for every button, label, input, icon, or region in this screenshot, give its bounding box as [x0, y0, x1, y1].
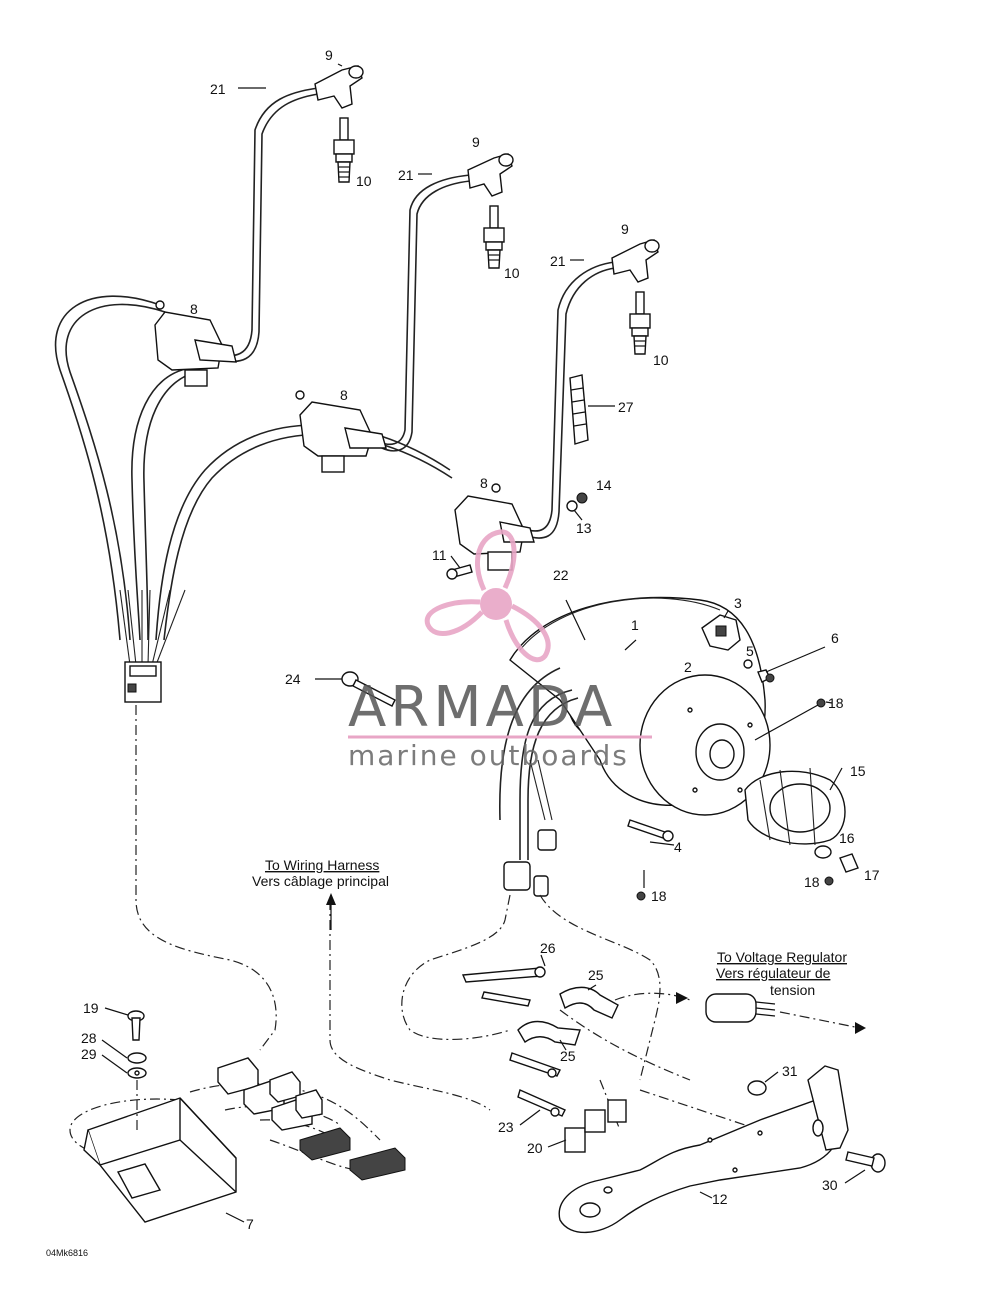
bracket-hardware [747, 1080, 886, 1173]
label-18-upper: 18 [828, 695, 844, 711]
label-19: 19 [83, 1000, 99, 1016]
spark-plug-caps [314, 65, 660, 283]
nut-and-washer [566, 492, 588, 512]
propeller-logo-icon [424, 529, 551, 663]
label-24: 24 [285, 671, 301, 687]
harness-connector [124, 661, 162, 703]
label-21-middle: 21 [398, 167, 414, 183]
terminals [217, 966, 627, 1181]
regulator-plug [705, 993, 776, 1023]
note-voltage-regulator-fr1: Vers régulateur de [716, 965, 831, 981]
label-7: 7 [246, 1216, 254, 1232]
label-1: 1 [631, 617, 639, 633]
rectifier-module [83, 1097, 237, 1223]
spark-plug-cap-middle [467, 153, 514, 197]
terminal-23-lower [509, 1052, 566, 1117]
hardware-small [627, 698, 859, 901]
label-22: 22 [553, 567, 569, 583]
label-12: 12 [712, 1191, 728, 1207]
flywheel [509, 596, 771, 816]
label-14: 14 [596, 477, 612, 493]
ignition-wires [54, 87, 616, 666]
mounting-bracket [558, 1065, 849, 1234]
terminal-26 [461, 966, 546, 983]
ignition-coil-3 [454, 483, 535, 571]
coil-screw [446, 564, 473, 580]
label-8-left: 8 [190, 301, 198, 317]
trigger-coil [701, 614, 741, 651]
label-31: 31 [782, 1063, 798, 1079]
watermark-brand: ARMADA [348, 675, 616, 740]
spark-plug-cap-right [611, 239, 660, 283]
label-25-upper: 25 [588, 967, 604, 983]
spark-plug-right [629, 291, 651, 355]
label-2: 2 [684, 659, 692, 675]
label-13: 13 [576, 520, 592, 536]
label-11: 11 [432, 547, 447, 563]
label-9-right: 9 [621, 221, 629, 237]
mounting-bolt [127, 1010, 147, 1130]
drawing-code: 04Mk6816 [46, 1248, 88, 1258]
label-29: 29 [81, 1046, 97, 1062]
label-6: 6 [831, 630, 839, 646]
protective-sleeve [569, 374, 589, 445]
watermark-tagline: marine outboards [348, 739, 629, 772]
spark-plug-top [333, 117, 355, 183]
label-9-middle: 9 [472, 134, 480, 150]
label-10-right: 10 [653, 352, 669, 368]
note-voltage-regulator-fr2: tension [770, 982, 815, 998]
watermark: ARMADA marine outboards [348, 529, 652, 772]
notes: To Wiring Harness Vers câblage principal… [46, 857, 847, 1258]
cable-tie [341, 671, 396, 707]
spark-plugs [333, 117, 651, 355]
label-16: 16 [839, 830, 855, 846]
label-28: 28 [81, 1030, 97, 1046]
terminal-23-upper [481, 991, 531, 1007]
label-26: 26 [540, 940, 556, 956]
label-10-middle: 10 [504, 265, 520, 281]
note-wiring-harness-fr: Vers câblage principal [252, 873, 389, 889]
label-30: 30 [822, 1177, 838, 1193]
trigger-screw [743, 659, 775, 683]
label-10-top: 10 [356, 173, 372, 189]
note-voltage-regulator-en: To Voltage Regulator [717, 949, 847, 965]
terminal-25-lower [517, 1020, 581, 1046]
ignition-coils [154, 300, 535, 571]
terminal-25-upper [559, 986, 619, 1019]
label-5: 5 [746, 643, 754, 659]
spark-plug-cap-top [314, 65, 364, 109]
label-18-middle: 18 [651, 888, 667, 904]
label-20: 20 [527, 1140, 543, 1156]
starter-cup [744, 767, 846, 846]
ignition-coil-1 [154, 300, 237, 387]
label-18-lower: 18 [804, 874, 820, 890]
label-21-top: 21 [210, 81, 226, 97]
label-4: 4 [674, 839, 682, 855]
label-21-right: 21 [550, 253, 566, 269]
label-9-top: 9 [325, 47, 333, 63]
label-15: 15 [850, 763, 866, 779]
spark-plug-middle [483, 205, 505, 269]
label-8-middle: 8 [340, 387, 348, 403]
label-17: 17 [864, 867, 880, 883]
label-8-right: 8 [480, 475, 488, 491]
label-23: 23 [498, 1119, 514, 1135]
part-numbers: 9 21 10 9 21 10 9 21 10 8 8 8 27 14 13 1… [81, 47, 880, 1232]
connector-20 [564, 1099, 627, 1153]
ignition-coil-2 [295, 390, 387, 473]
note-wiring-harness-en: To Wiring Harness [265, 857, 379, 873]
label-25-lower: 25 [560, 1048, 576, 1064]
label-3: 3 [734, 595, 742, 611]
leader-lines [101, 63, 866, 1223]
label-27: 27 [618, 399, 634, 415]
wiring-connectors [217, 1057, 406, 1181]
